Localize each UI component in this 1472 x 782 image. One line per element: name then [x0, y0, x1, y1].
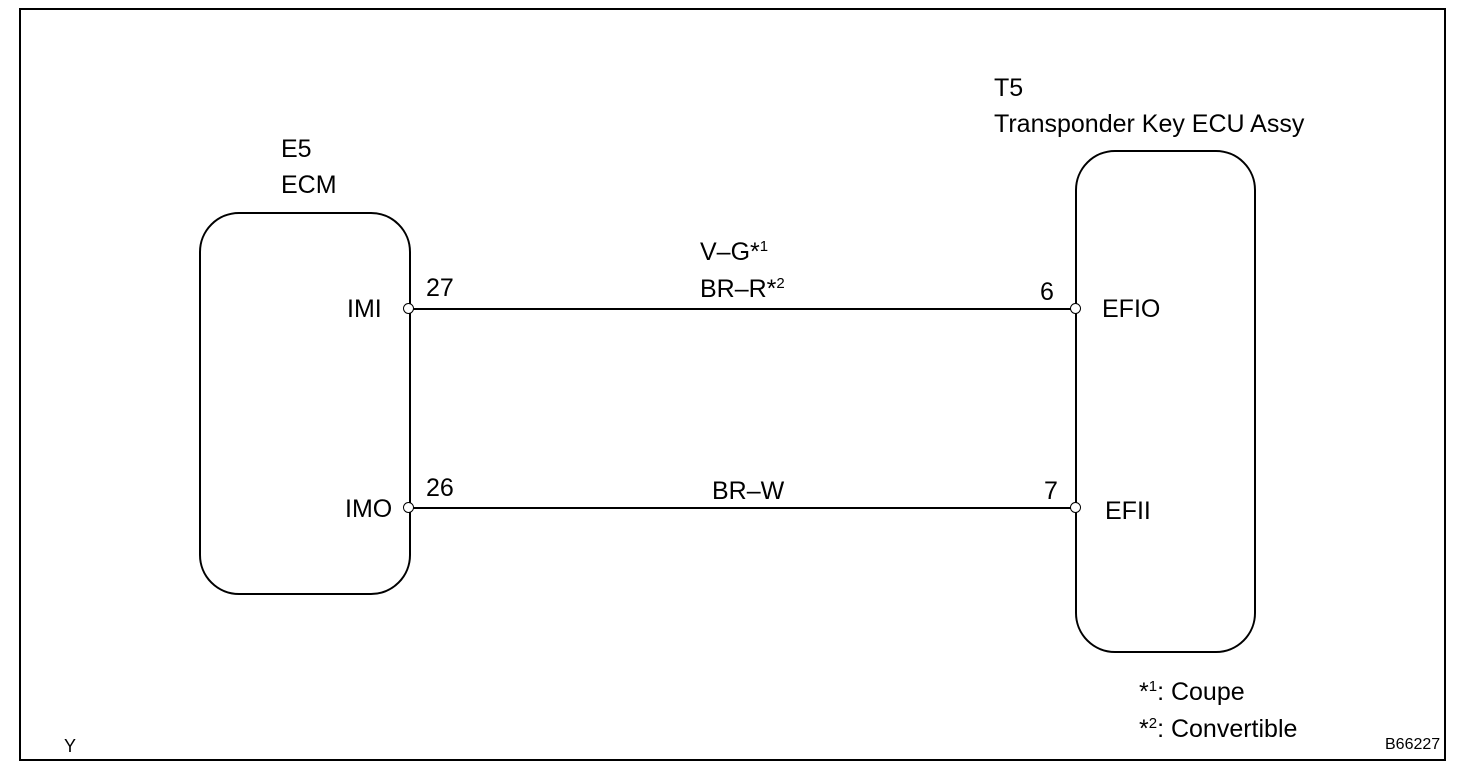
transponder-name: Transponder Key ECU Assy [994, 110, 1305, 138]
pin-number-6: 6 [1040, 278, 1054, 306]
terminal-label-efii: EFII [1105, 497, 1151, 525]
transponder-box [1075, 150, 1256, 653]
pin-efii [1070, 502, 1081, 513]
pin-imo [403, 502, 414, 513]
pin-imi [403, 303, 414, 314]
footnote-1: *1: Coupe [1139, 678, 1245, 706]
pin-efio [1070, 303, 1081, 314]
ecm-box [199, 212, 411, 595]
wire-color-convertible: BR–R*2 [700, 275, 785, 303]
wire-imo-efii [409, 507, 1076, 509]
ecm-connector-code: E5 [281, 135, 312, 163]
diagram-frame [19, 8, 1446, 761]
terminal-label-imi: IMI [347, 295, 382, 323]
terminal-label-efio: EFIO [1102, 295, 1161, 323]
footnote-2: *2: Convertible [1139, 715, 1298, 743]
pin-number-27: 27 [426, 274, 454, 302]
figure-code: B66227 [1385, 736, 1441, 753]
ecm-name: ECM [281, 171, 337, 199]
wire-color-br-w: BR–W [712, 477, 785, 505]
pin-number-26: 26 [426, 474, 454, 502]
terminal-label-imo: IMO [345, 495, 393, 523]
wire-color-coupe: V–G*1 [700, 238, 769, 266]
pin-number-7: 7 [1044, 477, 1058, 505]
corner-label: Y [64, 736, 77, 756]
wire-imi-efio [409, 308, 1076, 310]
transponder-connector-code: T5 [994, 74, 1024, 102]
